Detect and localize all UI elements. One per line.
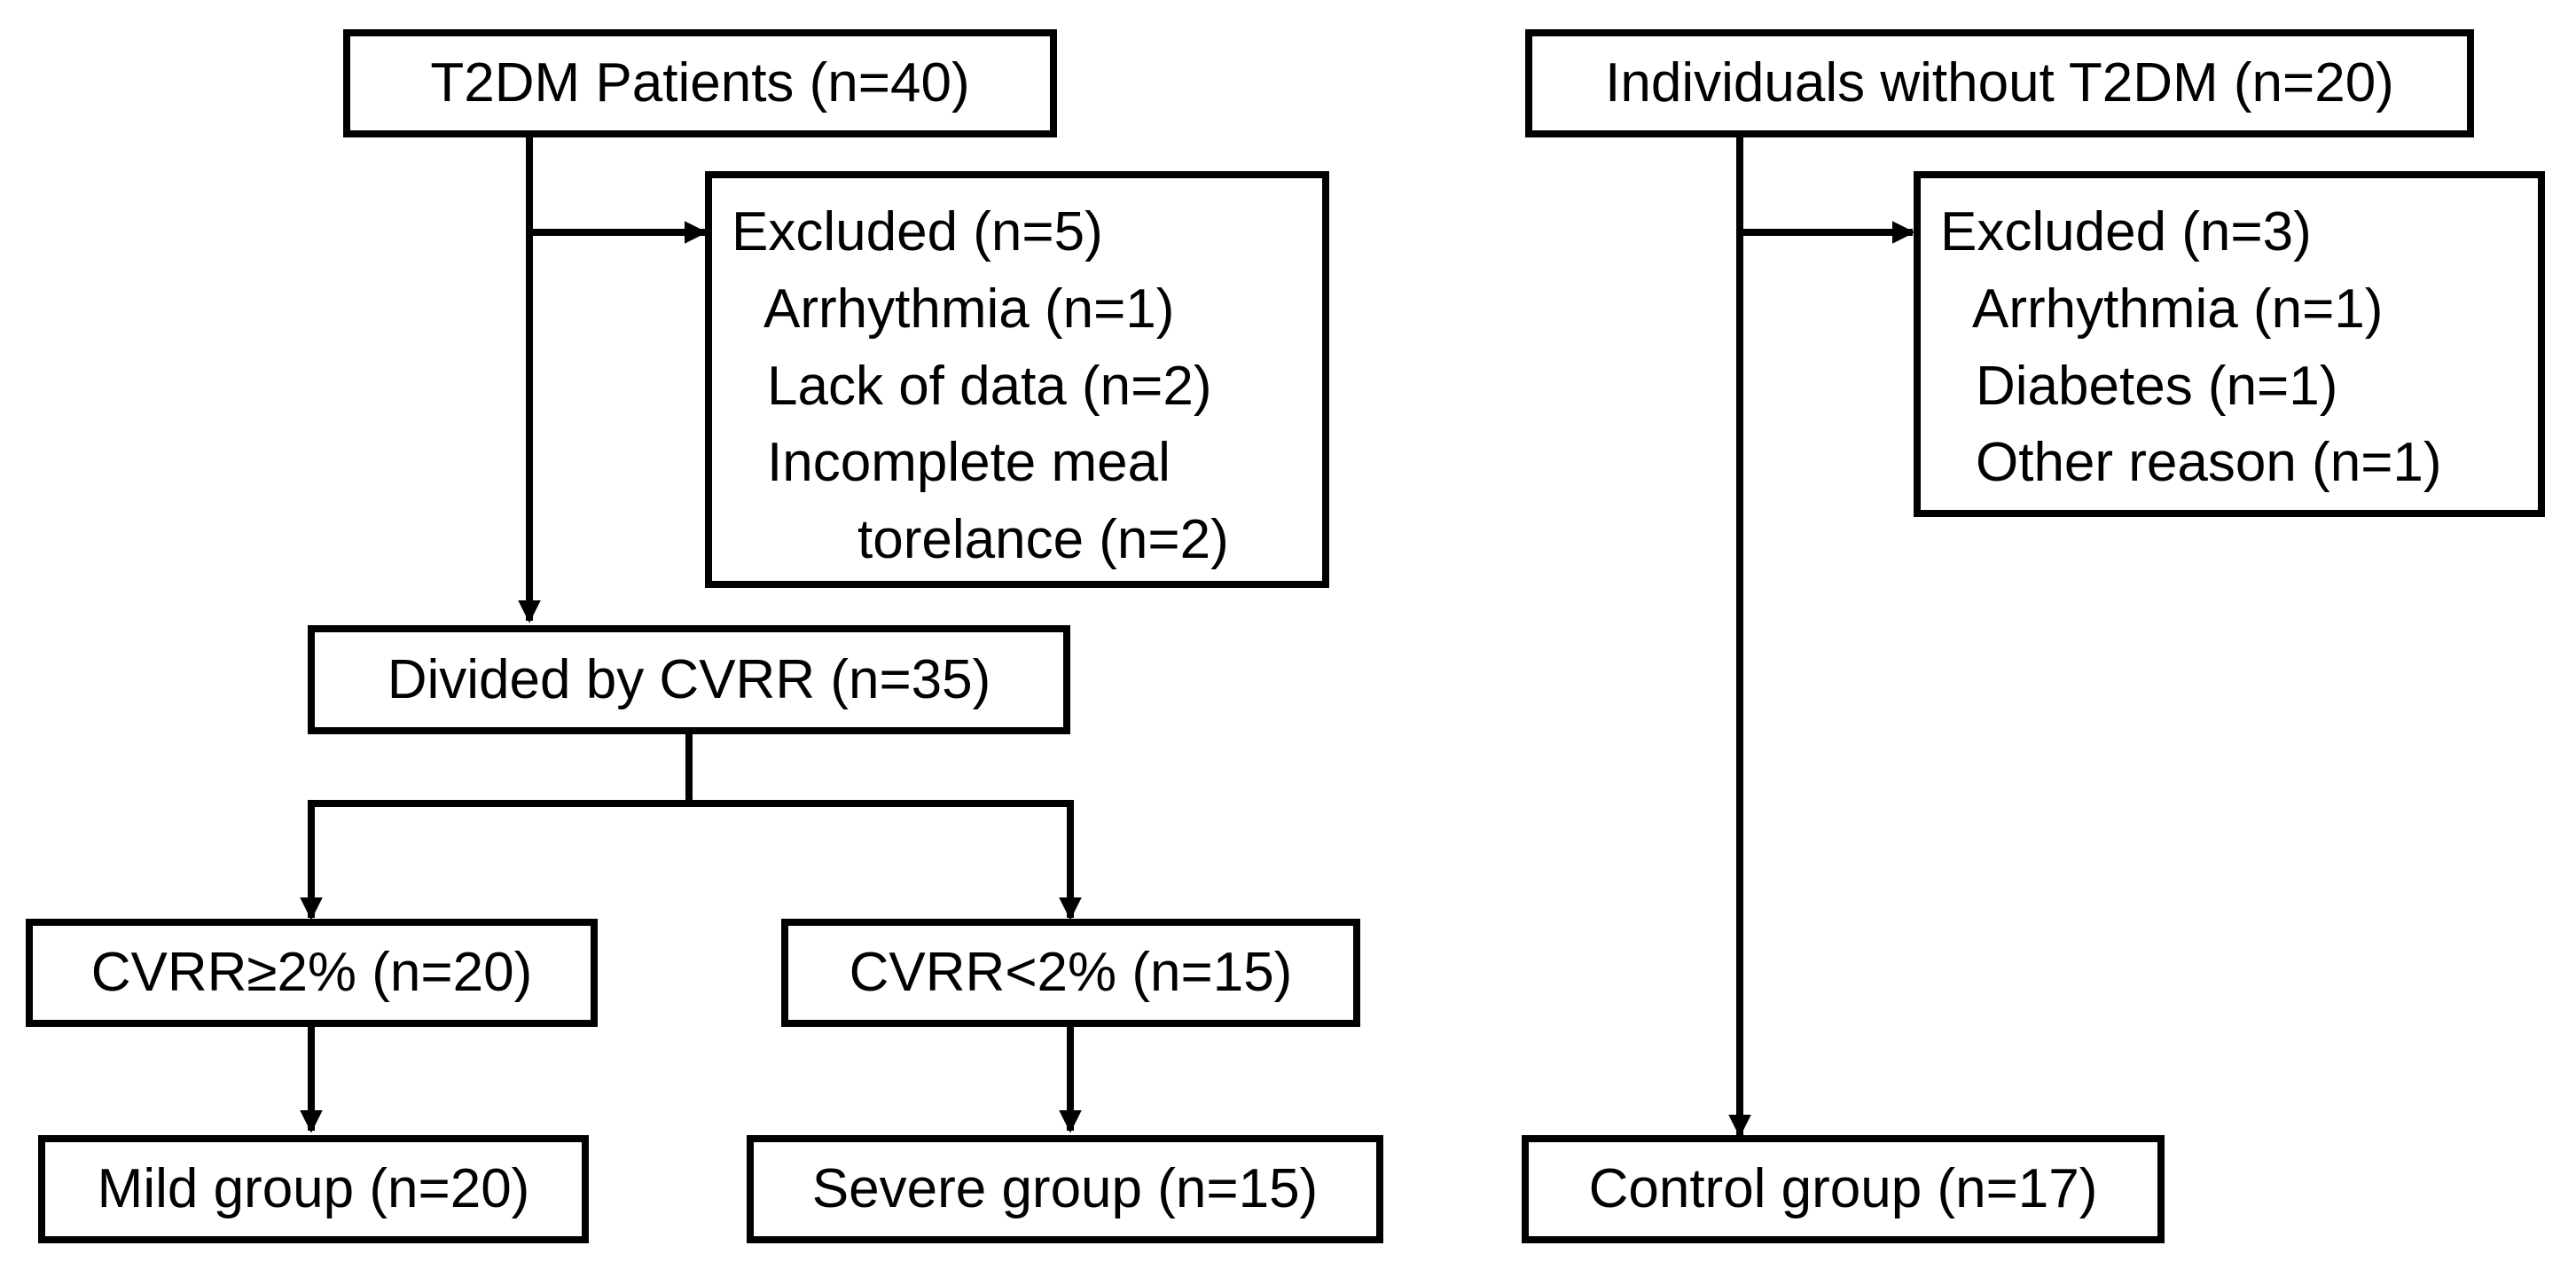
right-excluded-item-other-reason: Other reason (n=1) [1976, 432, 2442, 493]
box-severe-group: Severe group (n=15) [747, 1135, 1383, 1243]
right-excluded-item-diabetes: Diabetes (n=1) [1976, 356, 2338, 417]
box-individuals-without-t2dm-label: Individuals without T2DM (n=20) [1605, 52, 2394, 114]
box-t2dm-patients: T2DM Patients (n=40) [343, 29, 1057, 137]
box-cvrr-low: CVRR<2% (n=15) [781, 919, 1360, 1027]
box-mild-group-label: Mild group (n=20) [97, 1158, 530, 1219]
box-divided-by-cvrr: Divided by CVRR (n=35) [308, 625, 1070, 734]
box-divided-by-cvrr-label: Divided by CVRR (n=35) [387, 648, 991, 710]
box-cvrr-high-label: CVRR≥2% (n=20) [90, 942, 533, 1003]
box-control-group: Control group (n=17) [1522, 1135, 2165, 1243]
left-excluded-header: Excluded (n=5) [732, 201, 1103, 262]
box-left-excluded: Excluded (n=5) Arrhythmia (n=1) Lack of … [705, 171, 1329, 588]
box-right-excluded: Excluded (n=3) Arrhythmia (n=1) Diabetes… [1914, 171, 2545, 517]
left-excluded-item-arrhythmia: Arrhythmia (n=1) [763, 278, 1175, 340]
left-excluded-item-incomplete-meal: Incomplete meal [767, 432, 1171, 493]
box-control-group-label: Control group (n=17) [1588, 1158, 2098, 1219]
box-severe-group-label: Severe group (n=15) [811, 1158, 1319, 1219]
right-excluded-header: Excluded (n=3) [1940, 201, 2312, 262]
box-mild-group: Mild group (n=20) [38, 1135, 589, 1243]
box-t2dm-patients-label: T2DM Patients (n=40) [430, 52, 970, 114]
box-cvrr-low-label: CVRR<2% (n=15) [849, 942, 1293, 1003]
right-excluded-item-arrhythmia: Arrhythmia (n=1) [1972, 278, 2384, 340]
box-individuals-without-t2dm: Individuals without T2DM (n=20) [1525, 29, 2474, 137]
left-excluded-item-torelance: torelance (n=2) [857, 509, 1229, 570]
left-excluded-item-lack-of-data: Lack of data (n=2) [767, 356, 1212, 417]
box-cvrr-high: CVRR≥2% (n=20) [26, 919, 598, 1027]
